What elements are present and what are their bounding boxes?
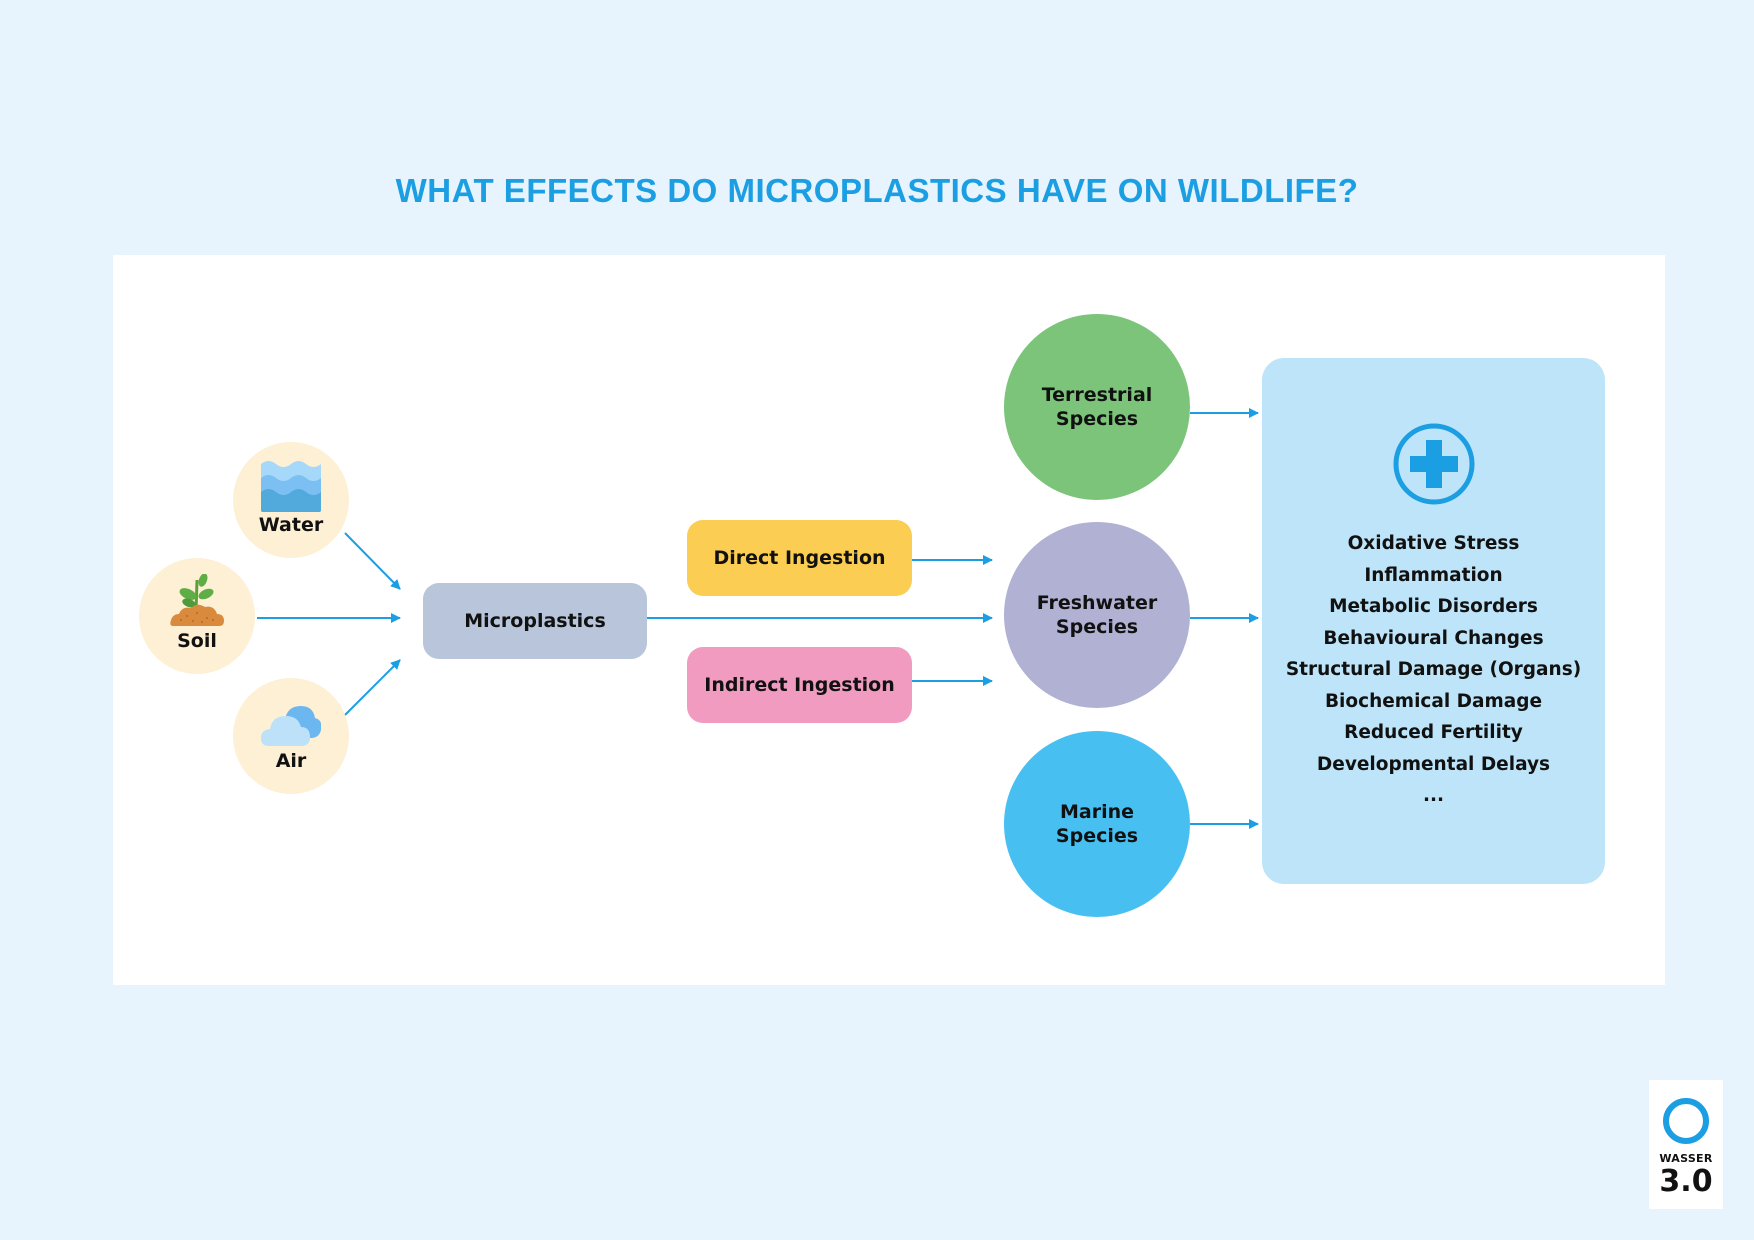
effect-item: Inflammation [1364, 564, 1503, 586]
freshwater-species-node: Freshwater Species [1004, 522, 1190, 708]
effect-item: Behavioural Changes [1323, 627, 1544, 649]
species-label-line1: Freshwater [1036, 592, 1158, 614]
source-label: Air [275, 750, 307, 772]
source-soil: Soil [139, 558, 255, 674]
effect-item: Oxidative Stress [1347, 533, 1520, 554]
effect-item: Biochemical Damage [1324, 690, 1543, 712]
species-label-line2: Species [1055, 825, 1139, 847]
effects-list: Oxidative Stress Inflammation Metabolic … [1262, 528, 1605, 812]
logo-word: WASSER [1659, 1152, 1713, 1165]
marine-species-node: Marine Species [1004, 731, 1190, 917]
arrow-water-to-microplastics [344, 532, 401, 590]
source-water: Water [233, 442, 349, 558]
microplastics-node: Microplastics [423, 583, 647, 659]
source-air: Air [233, 678, 349, 794]
wasser-logo: WASSER 3.0 [1649, 1080, 1723, 1209]
species-label-line2: Species [1055, 408, 1139, 430]
plant-in-soil-icon [170, 574, 224, 626]
terrestrial-species-node: Terrestrial Species [1004, 314, 1190, 500]
species-label-line1: Marine [1059, 801, 1135, 823]
arrow-air-to-microplastics [344, 659, 401, 716]
water-ring-icon [1663, 1098, 1709, 1144]
effect-item: Reduced Fertility [1344, 722, 1523, 743]
effect-item: Structural Damage (Organs) [1285, 659, 1582, 680]
effect-item: Developmental Delays [1316, 753, 1551, 775]
effect-item: Metabolic Disorders [1329, 596, 1538, 617]
source-label: Soil [177, 630, 217, 652]
species-label-line2: Species [1055, 616, 1139, 638]
effect-item-ellipsis: ... [1422, 785, 1445, 806]
water-waves-icon [261, 461, 321, 512]
medical-cross-icon [1393, 423, 1475, 505]
effects-box: Oxidative Stress Inflammation Metabolic … [1262, 358, 1605, 884]
species-label-line1: Terrestrial [1041, 384, 1153, 406]
cloud-icon [261, 706, 321, 746]
page-title: WHAT EFFECTS DO MICROPLASTICS HAVE ON WI… [395, 172, 1359, 209]
direct-ingestion-node: Direct Ingestion [687, 520, 912, 596]
logo-version: 3.0 [1659, 1164, 1713, 1199]
source-label: Water [258, 514, 324, 536]
indirect-ingestion-node: Indirect Ingestion [687, 647, 912, 723]
